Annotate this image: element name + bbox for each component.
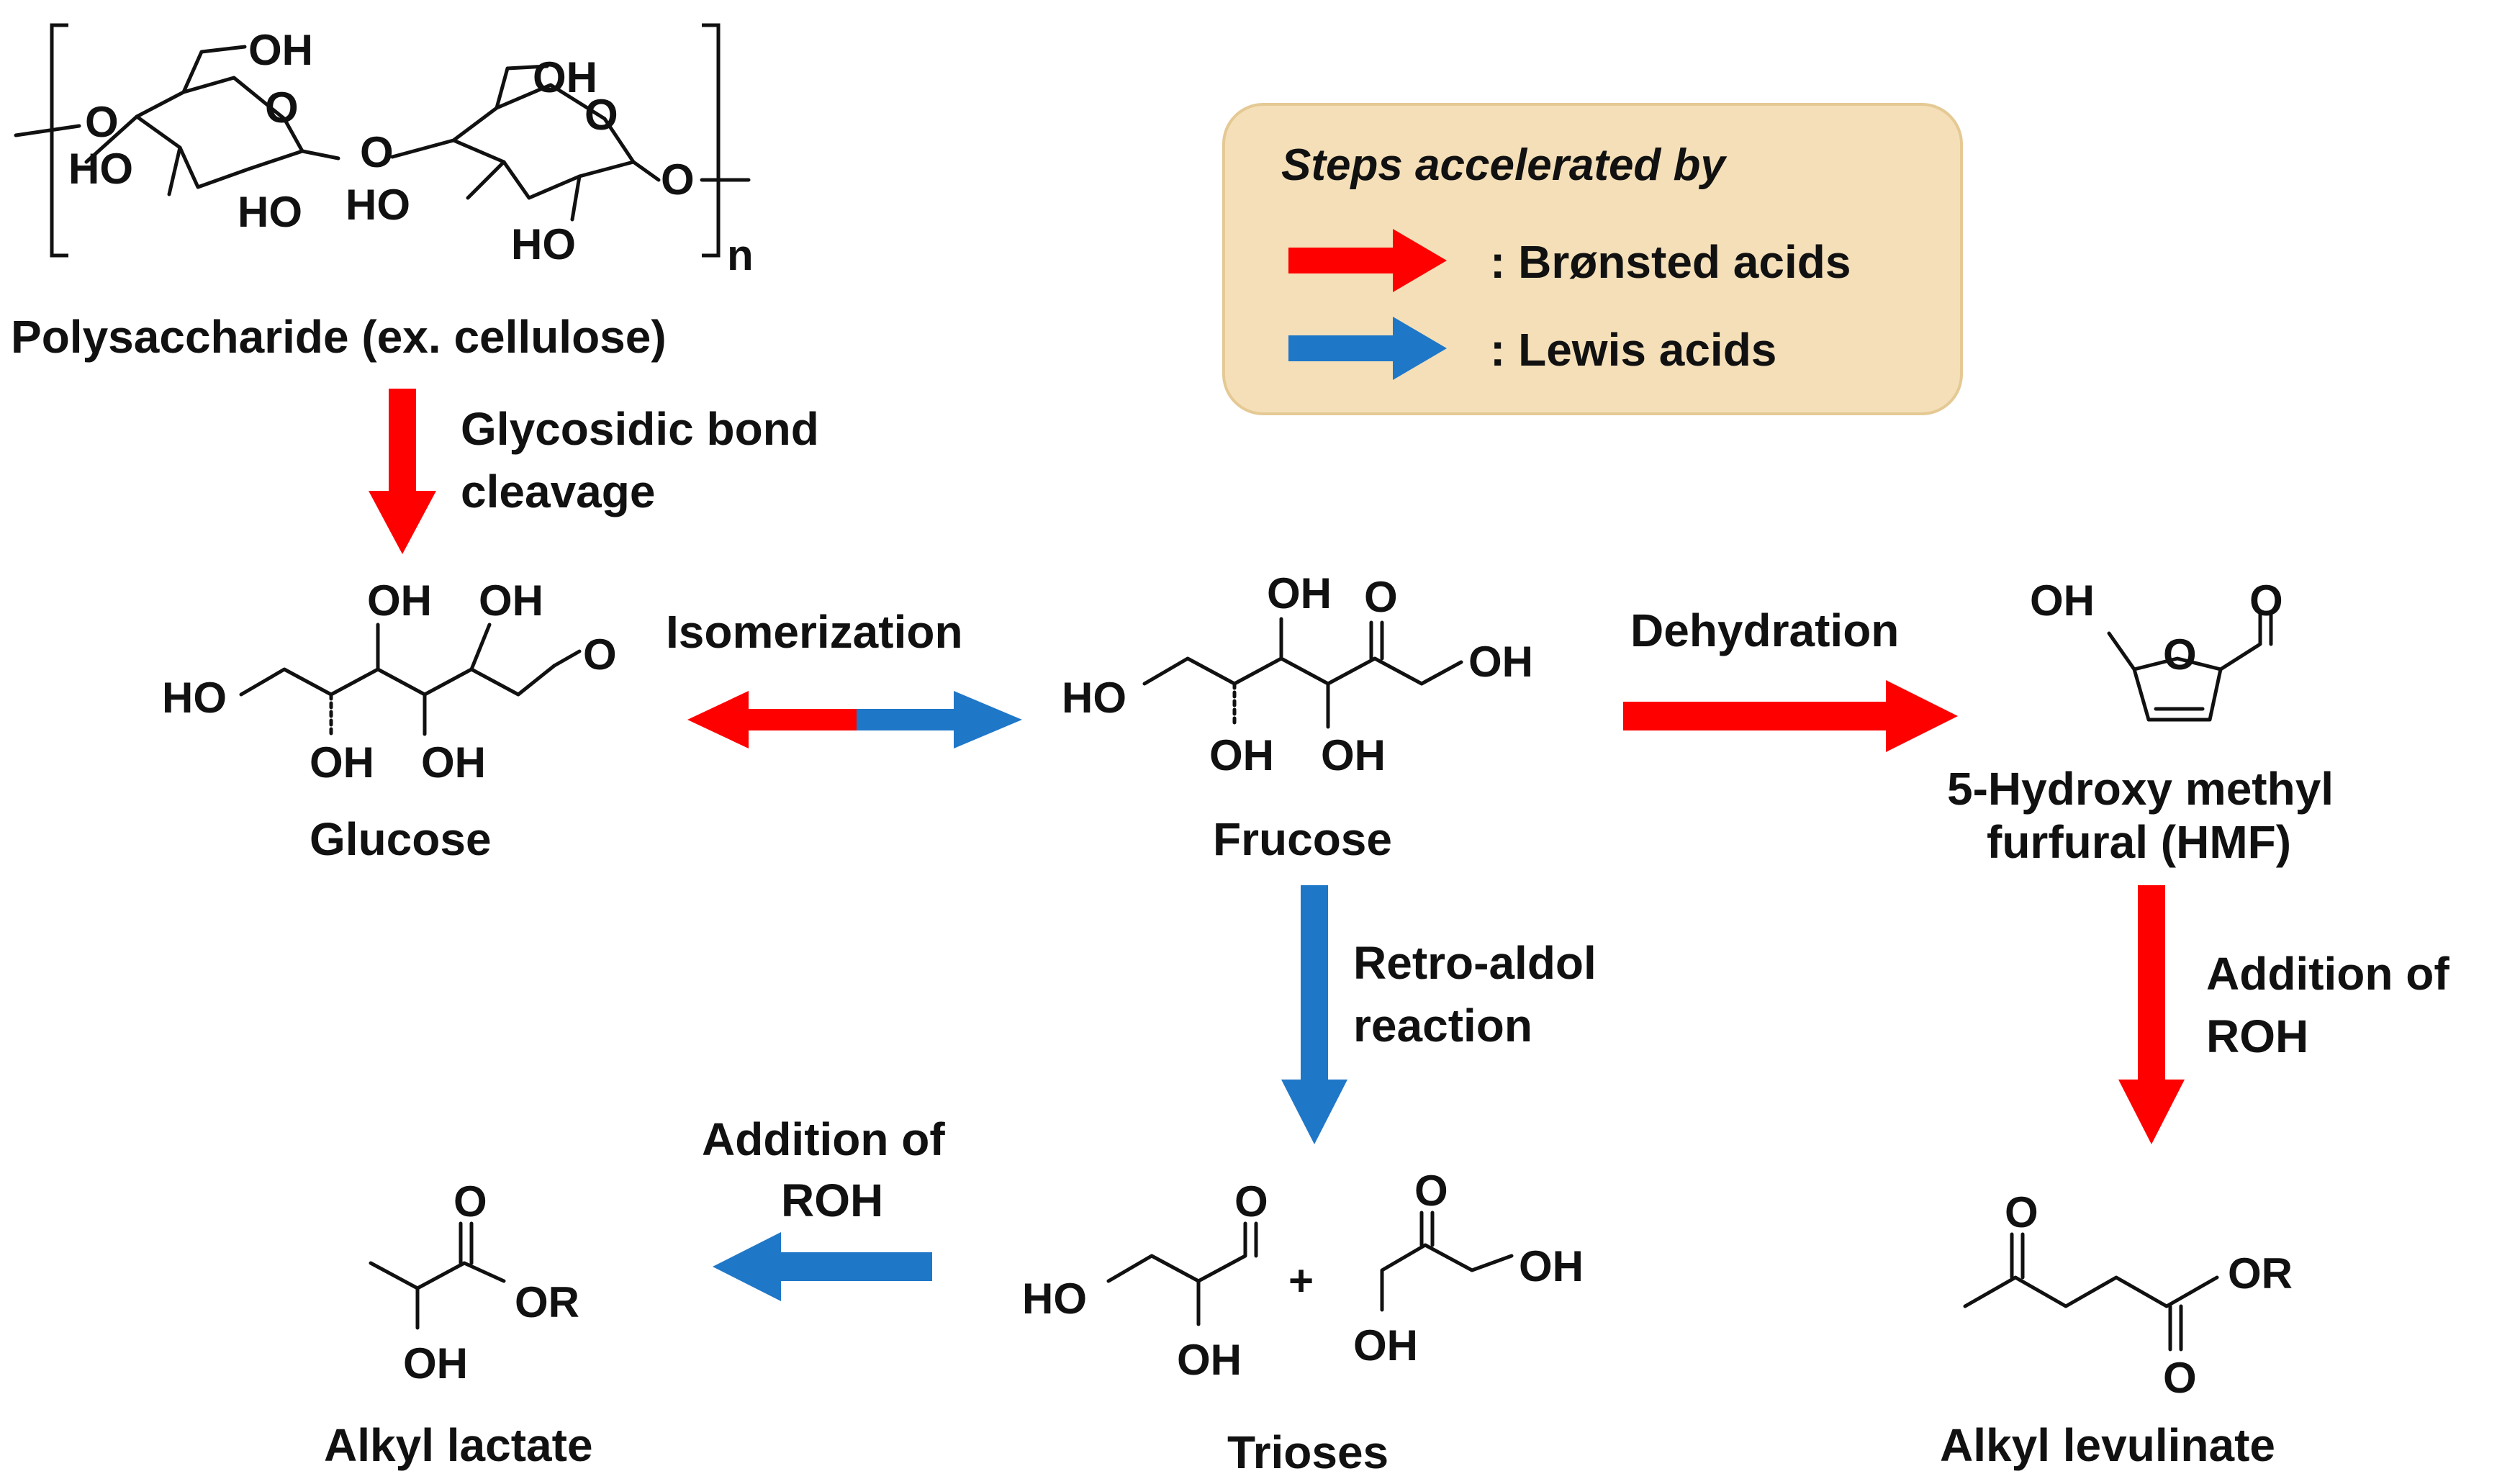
- addition-left-label-2: ROH: [781, 1175, 883, 1226]
- fructose-oh-end: OH: [1468, 638, 1533, 686]
- lactate-oh: OH: [403, 1339, 468, 1388]
- hmf-name-1: 5-Hydroxy methyl: [1947, 763, 2334, 815]
- levulinate-or: OR: [2228, 1249, 2293, 1298]
- addition-left-label-1: Addition of: [702, 1113, 945, 1165]
- fructose-ho: HO: [1062, 674, 1126, 722]
- trioses-structure: O HO OH + O OH OH: [1022, 1167, 1584, 1384]
- legend-title: Steps accelerated by: [1281, 140, 1728, 190]
- legend-lewis-arrow: [1288, 317, 1447, 380]
- alkyl-levulinate-name: Alkyl levulinate: [1940, 1419, 2275, 1471]
- fructose-oh4: OH: [1321, 731, 1386, 779]
- retro-aldol-label-1: Retro-aldol: [1353, 937, 1597, 989]
- alkyl-lactate-name: Alkyl lactate: [324, 1419, 593, 1471]
- ps-repeat-n: n: [727, 231, 754, 279]
- legend: Steps accelerated by : Brønsted acids : …: [1222, 103, 1963, 415]
- levulinate-o2: O: [2163, 1354, 2197, 1402]
- dehydration-label: Dehydration: [1630, 605, 1899, 656]
- trioses-name: Trioses: [1227, 1426, 1389, 1478]
- glucose-structure: HO OH OH O OH OH: [162, 576, 617, 787]
- ps-ho-mid2: HO: [511, 220, 576, 268]
- glucose-o: O: [583, 630, 617, 679]
- ps-ho-mid1: HO: [238, 188, 302, 236]
- right-bracket: [702, 23, 721, 258]
- hmf-o-ald: O: [2249, 576, 2283, 625]
- triose-oh1: OH: [1177, 1336, 1242, 1384]
- ps-o-link: O: [360, 128, 394, 176]
- glucose-oh1: OH: [367, 576, 432, 625]
- triose-ho: HO: [1022, 1275, 1087, 1323]
- hmf-structure: OH O O: [2030, 576, 2283, 722]
- hmf-o-ring: O: [2163, 630, 2197, 679]
- fructose-structure: HO OH O OH OH OH: [1062, 569, 1533, 779]
- triose-oh2: OH: [1519, 1242, 1584, 1290]
- ps-o-ring1: O: [265, 83, 299, 132]
- addition-right-label-2: ROH: [2206, 1010, 2308, 1062]
- triose-o2: O: [1414, 1167, 1448, 1215]
- glucose-ho: HO: [162, 674, 227, 722]
- ps-o-ring2: O: [584, 91, 618, 139]
- isomerization-arrow-lewis: [857, 691, 1022, 748]
- glycosidic-arrow: [369, 389, 436, 554]
- ps-ho-left2: HO: [346, 181, 410, 229]
- isomerization-arrow-bronsted: [687, 691, 857, 748]
- ps-oh-top1: OH: [248, 26, 313, 74]
- dehydration-arrow: [1623, 680, 1958, 752]
- legend-bronsted-arrow: [1288, 229, 1447, 292]
- glucose-oh3: OH: [310, 738, 374, 787]
- isomerization-label: Isomerization: [666, 606, 963, 658]
- ps-o-right: O: [661, 155, 695, 204]
- lactate-o: O: [453, 1177, 487, 1226]
- glycosidic-label-2: cleavage: [461, 466, 655, 517]
- alkyl-lactate-structure: O OR OH: [369, 1177, 579, 1388]
- polysaccharide-structure: O OH O HO HO O OH O HO HO O n: [14, 23, 754, 279]
- glucose-oh2: OH: [479, 576, 543, 625]
- glucose-name: Glucose: [310, 813, 492, 865]
- glycosidic-label-1: Glycosidic bond: [461, 403, 819, 455]
- triose-oh3: OH: [1353, 1321, 1418, 1370]
- hmf-name-2: furfural (HMF): [1987, 816, 2291, 868]
- retro-aldol-label-2: reaction: [1353, 1000, 1532, 1051]
- addition-right-label-1: Addition of: [2206, 948, 2449, 1000]
- hmf-oh: OH: [2030, 576, 2095, 625]
- lactate-or: OR: [515, 1278, 579, 1326]
- legend-bronsted-label: : Brønsted acids: [1490, 236, 1851, 288]
- triose-plus: +: [1288, 1257, 1314, 1305]
- addition-right-arrow: [2118, 885, 2185, 1144]
- fructose-o: O: [1364, 573, 1398, 621]
- alkyl-levulinate-structure: O OR O: [1963, 1188, 2293, 1402]
- retro-aldol-arrow: [1281, 885, 1347, 1144]
- ps-o-left: O: [85, 98, 119, 146]
- fructose-name: Frucose: [1213, 813, 1392, 865]
- legend-lewis-label: : Lewis acids: [1490, 324, 1776, 376]
- addition-left-arrow: [713, 1232, 932, 1301]
- fructose-oh1: OH: [1267, 569, 1332, 617]
- levulinate-o1: O: [2005, 1188, 2038, 1236]
- triose-o1: O: [1234, 1177, 1268, 1226]
- left-bracket: [50, 23, 68, 258]
- glucose-oh4: OH: [421, 738, 486, 787]
- polysaccharide-name: Polysaccharide (ex. cellulose): [11, 311, 667, 363]
- ps-oh-top2: OH: [533, 53, 597, 101]
- fructose-oh3: OH: [1209, 731, 1274, 779]
- ps-ho-left1: HO: [68, 145, 133, 193]
